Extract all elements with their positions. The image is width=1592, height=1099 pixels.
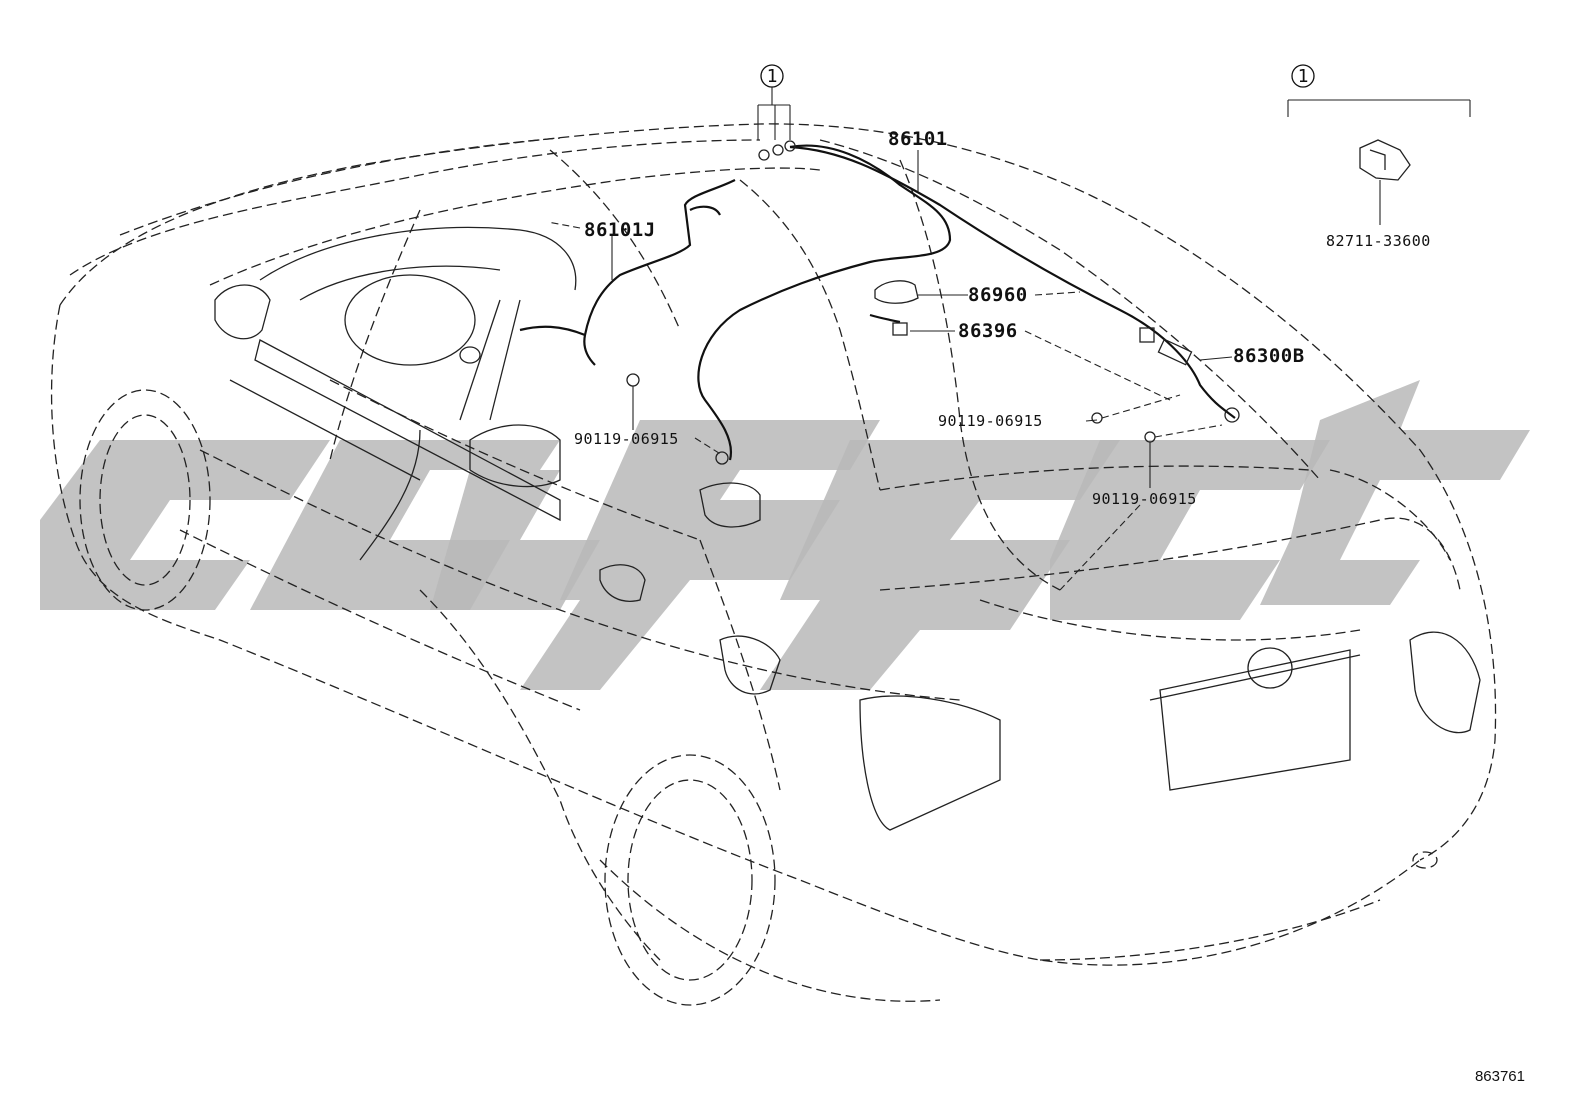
label-bolt-90119-06915-b: 90119-06915 — [938, 412, 1043, 430]
interior-details — [214, 226, 1481, 831]
label-bolt-90119-06915-c: 90119-06915 — [1092, 490, 1197, 508]
callout-symbol-main: 1 — [767, 66, 778, 87]
label-bolt-90119-06915-a: 90119-06915 — [574, 430, 679, 448]
pad-86396 — [892, 322, 908, 336]
roof-antenna-86960 — [874, 280, 919, 304]
leaders — [547, 150, 1233, 591]
label-86300B: 86300B — [1233, 345, 1305, 367]
callout-bracket-main — [757, 64, 791, 140]
wheels — [79, 389, 1438, 1006]
label-86101J: 86101J — [584, 219, 656, 241]
callout-bracket-inset — [1287, 64, 1471, 117]
diagram-code: 863761 — [1475, 1068, 1525, 1085]
label-86396: 86396 — [958, 320, 1018, 342]
callout-symbol-inset: 1 — [1298, 66, 1309, 87]
watermark-logo — [40, 380, 1530, 690]
label-86101: 86101 — [888, 128, 948, 150]
label-82711-33600: 82711-33600 — [1326, 232, 1431, 250]
label-86960: 86960 — [968, 284, 1028, 306]
antenna-wiring — [519, 140, 1240, 465]
inset-connector-82711 — [1359, 139, 1411, 225]
car-body-outline — [50, 123, 1497, 1002]
